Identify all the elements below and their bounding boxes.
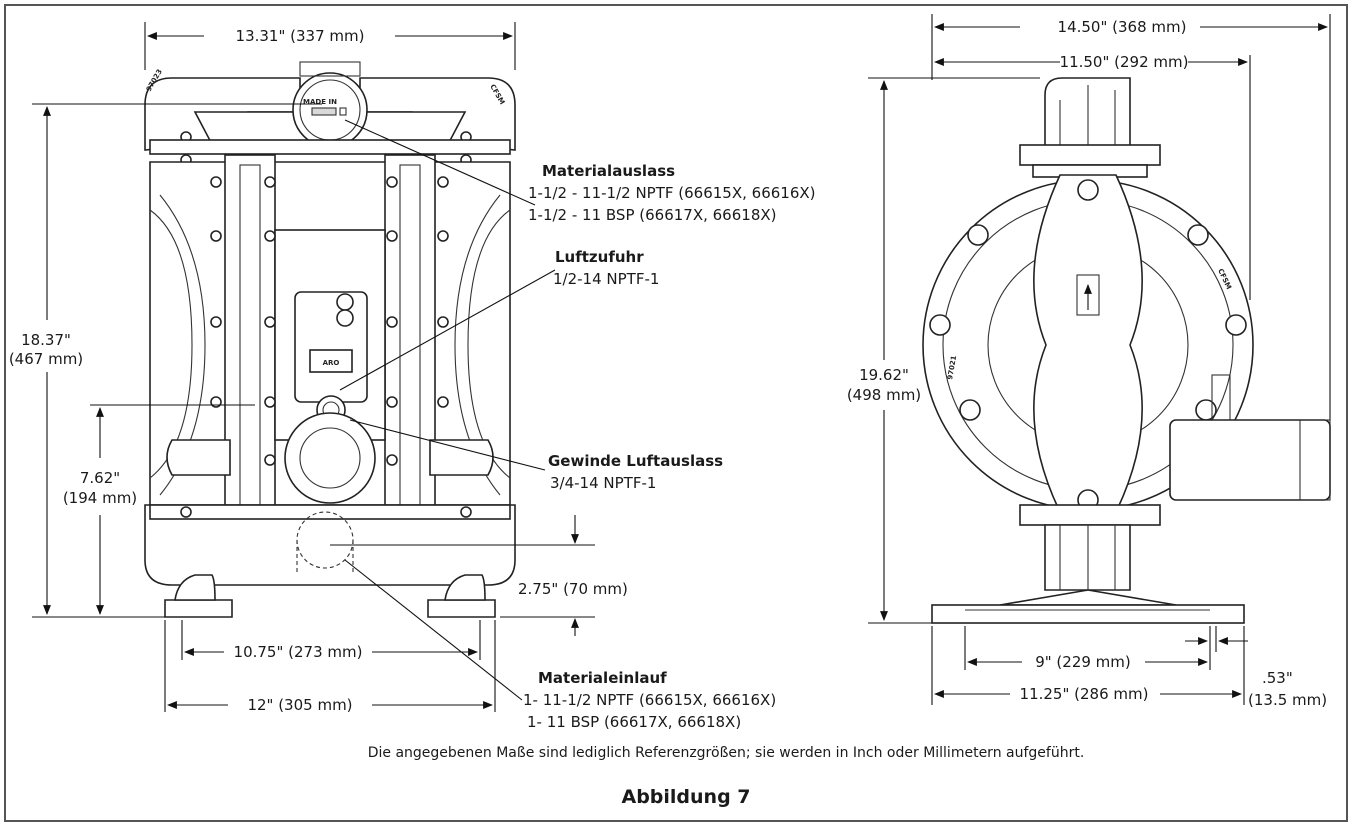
side-dimensions <box>868 14 1331 705</box>
callout-exhaust-line1: 3/4-14 NPTF-1 <box>550 474 656 492</box>
figure-frame <box>4 4 1348 822</box>
dim-foot-outer: 12" (305 mm) <box>247 696 352 714</box>
callout-air-line1: 1/2-14 NPTF-1 <box>553 270 659 288</box>
callout-leaders <box>339 119 556 701</box>
callout-inlet-title: Materialeinlauf <box>538 669 667 687</box>
callout-inlet-line2: 1- 11 BSP (66617X, 66618X) <box>527 713 741 731</box>
dim-front-width-top: 13.31" (337 mm) <box>236 27 365 45</box>
dim-side-height-in: 19.62" <box>859 366 909 384</box>
dim-side-height-mm: (498 mm) <box>847 386 921 404</box>
aro-logo: ARO <box>323 359 340 367</box>
callout-outlet-line2: 1-1/2 - 11 BSP (66617X, 66618X) <box>528 206 777 224</box>
dim-hole-mm: (13.5 mm) <box>1248 691 1327 709</box>
dim-side-width-overall: 14.50" (368 mm) <box>1058 18 1187 36</box>
dim-front-height-in: 18.37" <box>21 331 71 349</box>
dim-front-height-mm: (467 mm) <box>9 350 83 368</box>
dim-hole-in: .53" <box>1262 669 1293 687</box>
callout-air-title: Luftzufuhr <box>555 248 644 266</box>
dim-base-inner: 9" (229 mm) <box>1035 653 1131 671</box>
dim-inlet-height-mm: (194 mm) <box>63 489 137 507</box>
dim-base-outer: 11.25" (286 mm) <box>1020 685 1149 703</box>
reference-note: Die angegebenen Maße sind lediglich Refe… <box>368 745 1085 761</box>
callout-outlet-title: Materialauslass <box>542 162 675 180</box>
dim-inlet-height-in: 7.62" <box>80 469 120 487</box>
front-view-pump: ARO 97023 CFSM MADE IN <box>144 61 516 618</box>
callout-exhaust-title: Gewinde Luftauslass <box>548 452 723 470</box>
side-view-pump: CFSM 97021 <box>922 77 1331 624</box>
made-in-stamp: MADE IN <box>303 98 337 106</box>
front-dimensions <box>32 22 595 712</box>
callout-outlet-line1: 1-1/2 - 11-1/2 NPTF (66615X, 66616X) <box>528 184 816 202</box>
callout-inlet-line1: 1- 11-1/2 NPTF (66615X, 66616X) <box>523 691 776 709</box>
dim-foot-height: 2.75" (70 mm) <box>518 580 628 598</box>
dim-foot-inner: 10.75" (273 mm) <box>234 643 363 661</box>
dim-side-width-body: 11.50" (292 mm) <box>1060 53 1189 71</box>
figure-caption: Abbildung 7 <box>621 786 750 808</box>
